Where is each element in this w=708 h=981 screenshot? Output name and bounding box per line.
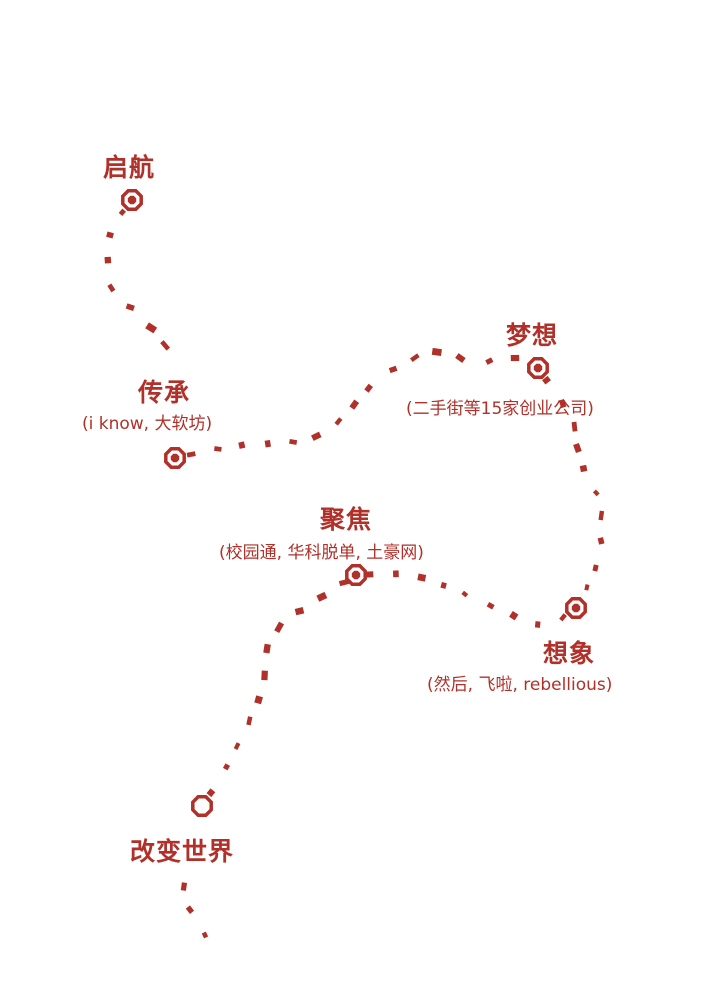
trail-dash [597,537,605,545]
trail-dash [201,931,209,939]
trail-dash [440,581,447,589]
trail-dash [584,584,590,591]
trail-dash [573,442,582,453]
milestone-subtitle-chuancheng: (i know, 大软坊) [82,414,213,434]
trail-dash [261,670,268,681]
milestone-title-jujiao: 聚焦 [320,505,373,534]
trail-dash [388,365,398,374]
trail-dash [160,340,171,351]
trail-dash [233,742,241,750]
trail-dash [417,573,427,582]
trail-dash [486,602,495,610]
milestone-marker-qihang [121,189,143,211]
trail-dash [485,357,494,365]
trail-dash [592,564,599,572]
trail-dash [571,421,578,432]
milestone-marker-gaibian-shijie [191,795,213,817]
milestone-title-gaibian-shijie: 改变世界 [130,837,235,866]
trail-dash [316,591,328,602]
milestone-marker-mengxiang [527,357,549,379]
trail-dash [542,375,551,385]
milestone-title-mengxiang: 梦想 [506,321,559,350]
trail-dash [186,451,196,458]
trail-dash [206,788,216,798]
trail-dash [455,353,466,363]
trail-dash [180,882,188,891]
milestone-subtitle-xiangxiang: (然后, 飞啦, rebellious) [427,675,613,695]
trail-dash [461,590,469,598]
milestone-title-qihang: 启航 [103,153,156,182]
trail-dash [431,347,442,357]
trail-dash [254,695,263,705]
trail-dash [213,446,222,452]
trail-dash [106,231,114,239]
dotted-trail [104,208,605,939]
trail-dash [510,354,520,362]
trail-dash [294,607,305,616]
trail-dash [334,417,343,426]
milestone-subtitle-jujiao: (校园通, 华科脱单, 土豪网) [219,543,424,563]
milestone-title-xiangxiang: 想象 [543,639,596,668]
milestone-title-chuancheng: 传承 [138,378,191,407]
trail-dash [185,905,195,914]
trail-dash [311,431,322,441]
trail-dash [598,510,605,521]
trail-dash [238,441,246,449]
trail-dash [222,763,231,771]
trail-dash [364,383,374,393]
trail-dash [246,716,253,726]
trail-dash [263,643,271,654]
trail-dash [289,439,298,445]
trail-dash [264,439,271,448]
trail-dash [509,610,519,621]
trail-dash [118,208,126,216]
trail-dash [579,464,588,473]
trail-dash [104,256,112,264]
trail-dash [410,353,420,363]
milestone-subtitle-mengxiang: (二手街等15家创业公司) [406,399,594,419]
trail-dash [274,621,285,634]
trail-dash [349,399,360,410]
trail-dash [393,570,399,578]
trail-dash [145,322,158,334]
trail-dash [125,303,135,311]
milestone-marker-jujiao [345,564,367,586]
milestone-markers [121,189,587,817]
trail-dash [559,613,567,622]
trail-dash [107,283,116,293]
milestone-marker-chuancheng [164,447,186,469]
trail-dash [534,621,541,628]
milestone-marker-xiangxiang [565,597,587,619]
trail-dash [592,489,600,497]
trail-dash [558,398,567,409]
